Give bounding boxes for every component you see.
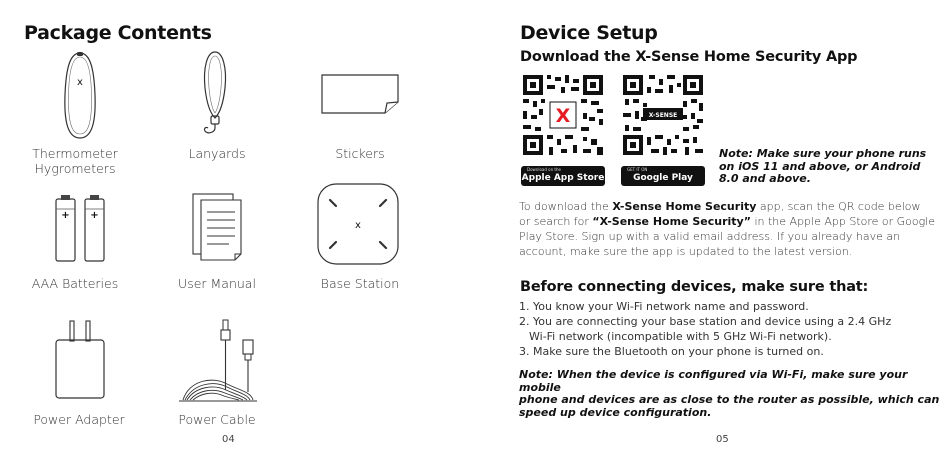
item-label-user-manual: User Manual <box>178 276 256 291</box>
sticker-item <box>295 72 425 116</box>
checklist: 1. You know your Wi-Fi network name and … <box>519 299 949 359</box>
power-cable-item <box>152 318 282 406</box>
item-label-lanyards: Lanyards <box>188 146 246 161</box>
lanyard-item <box>150 48 280 140</box>
thermometer-hygrometer-item: x <box>15 50 145 142</box>
svg-text:X: X <box>556 105 571 127</box>
item-label-stickers: Stickers <box>335 146 385 161</box>
page-number-right: 05 <box>716 434 729 445</box>
download-instructions: To download the X-Sense Home Security ap… <box>519 200 936 258</box>
list-item: 2. You are connecting your base station … <box>519 315 892 328</box>
power-adapter-icon <box>55 320 105 399</box>
list-item: 3. Make sure the Bluetooth on your phone… <box>519 345 824 358</box>
battery-item: + + <box>15 193 145 265</box>
device-mark: x <box>355 220 361 231</box>
google-play-badge[interactable]: GET IT ON Google Play <box>621 166 705 186</box>
left-page: Package Contents x Thermometer Hygromete… <box>15 22 425 445</box>
power-cable-icon <box>179 319 257 402</box>
item-label-power-adapter: Power Adapter <box>33 412 125 427</box>
search-term-bold: “X-Sense Home Security” <box>592 215 751 228</box>
package-contents-title: Package Contents <box>24 22 212 44</box>
base-station-icon: x <box>317 183 399 265</box>
download-app-heading: Download the X-Sense Home Security App <box>520 49 858 65</box>
right-page: Device Setup Download the X-Sense Home S… <box>475 0 950 455</box>
qr-code-icon: X-SENSE <box>621 73 705 157</box>
app-name-bold: X-Sense Home Security <box>612 200 757 213</box>
wifi-configuration-note: Note: When the device is configured via … <box>519 368 940 419</box>
base-station-item: x <box>293 180 423 268</box>
checklist-heading: Before connecting devices, make sure tha… <box>520 279 869 295</box>
battery-plus-mark: + <box>90 210 98 221</box>
item-label-thermometer: Thermometer Hygrometers <box>32 146 118 176</box>
list-item: 1. You know your Wi-Fi network name and … <box>519 300 809 313</box>
svg-text:X-SENSE: X-SENSE <box>649 112 678 119</box>
os-requirement-note: Note: Make sure your phone runs on iOS 1… <box>719 147 927 185</box>
list-item: Wi-Fi network (incompatible with 5 GHz W… <box>529 330 832 343</box>
item-label-base-station: Base Station <box>320 276 400 291</box>
qr-code-google[interactable]: X-SENSE <box>621 73 705 162</box>
power-adapter-item <box>15 318 145 402</box>
aaa-battery-icon: + + <box>55 195 105 262</box>
qr-code-icon: X <box>521 73 605 157</box>
qr-code-apple[interactable]: X <box>521 73 605 162</box>
thermometer-hygrometer-icon: x <box>64 52 96 139</box>
device-mark: x <box>77 77 83 88</box>
sticker-icon <box>321 74 399 114</box>
battery-plus-mark: + <box>61 210 69 221</box>
user-manual-icon <box>192 193 242 261</box>
item-label-batteries: AAA Batteries <box>31 276 119 291</box>
page-number-left: 04 <box>222 434 235 445</box>
device-setup-title: Device Setup <box>520 22 658 44</box>
item-label-power-cable: Power Cable <box>178 412 256 427</box>
lanyard-icon <box>203 51 227 134</box>
user-manual-item <box>152 190 282 266</box>
apple-app-store-badge[interactable]: Download on the Apple App Store <box>521 166 605 186</box>
